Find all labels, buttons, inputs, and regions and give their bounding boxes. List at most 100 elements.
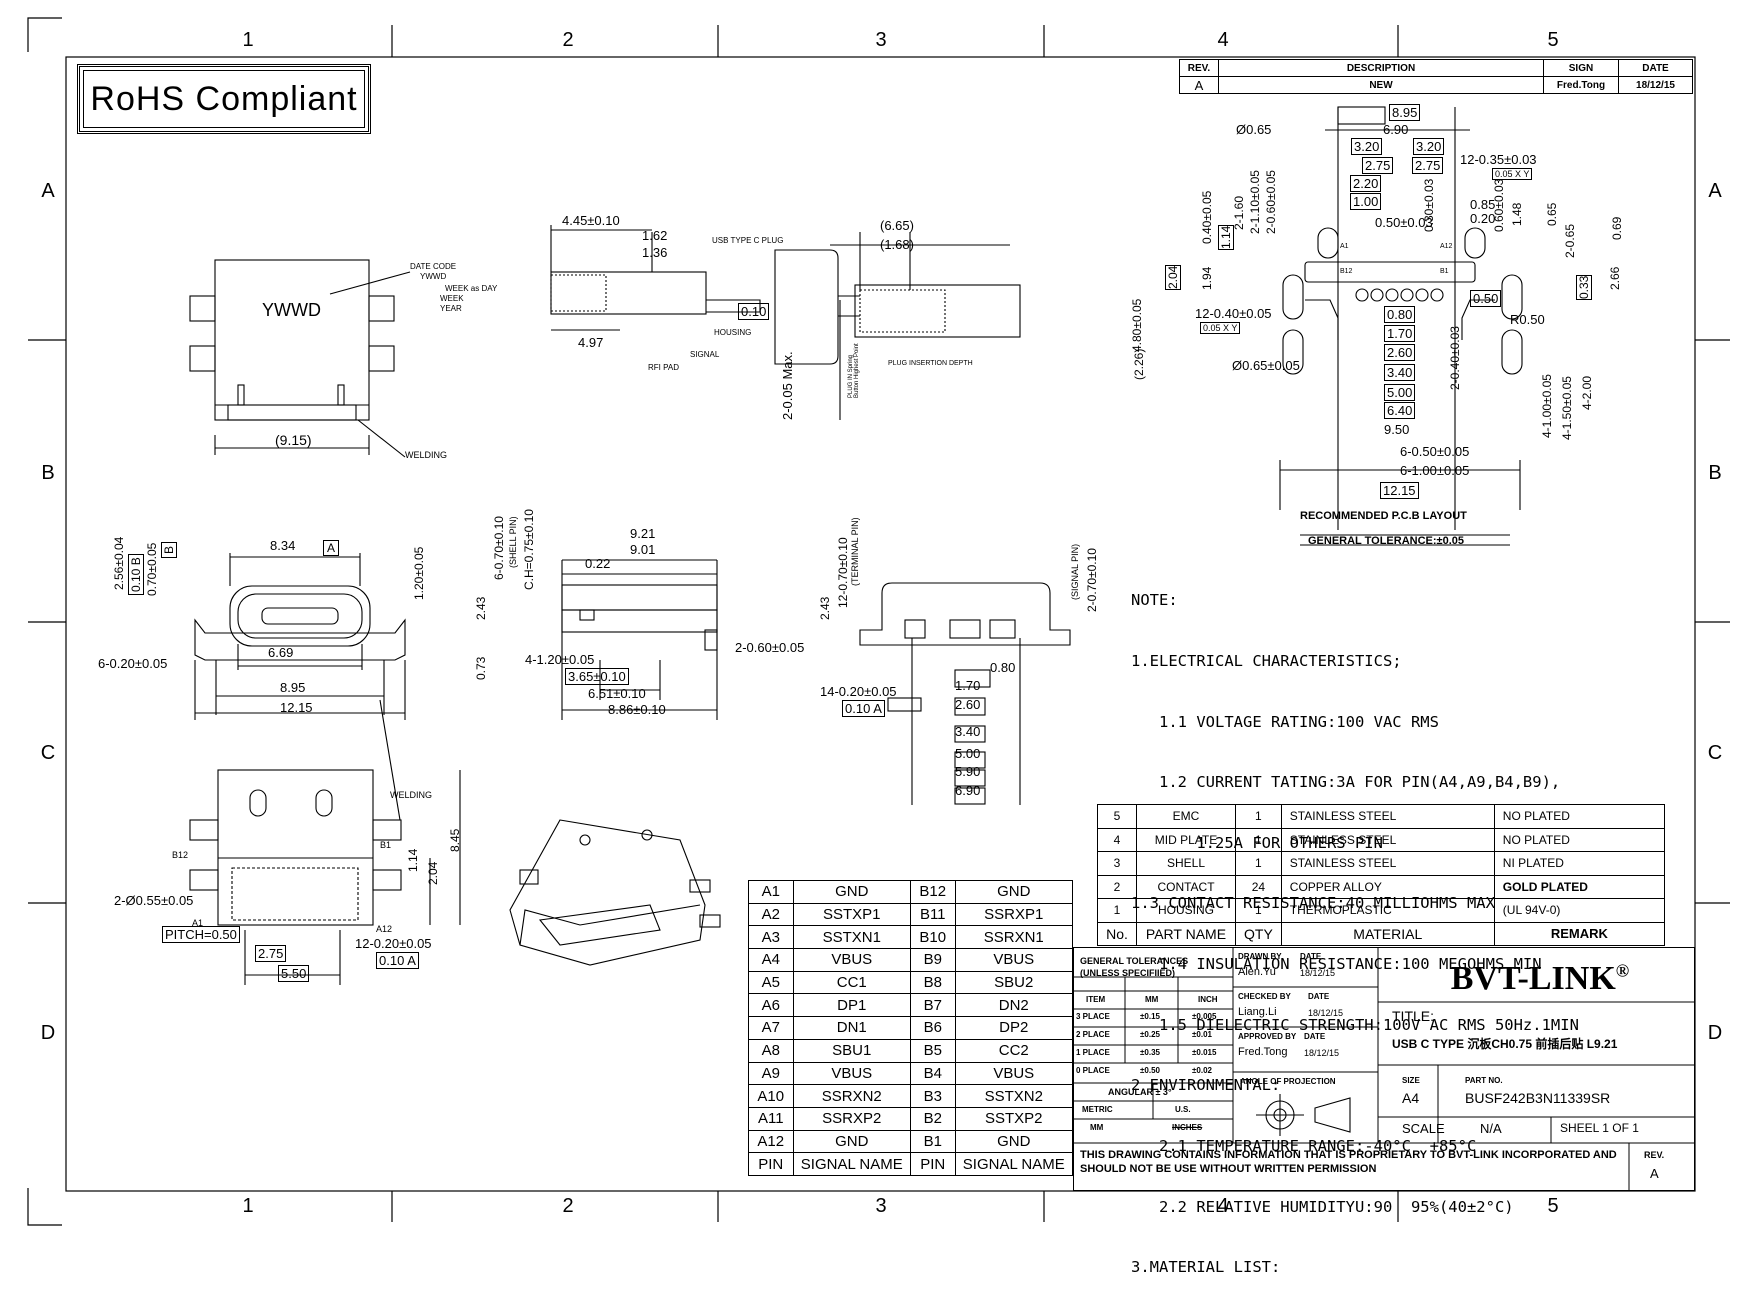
pin-signal: SSRXN2 (792, 1084, 911, 1108)
pin-id: A3 (748, 925, 794, 950)
label-shell-pin: (SHELL PIN) (508, 516, 518, 568)
pin-signal: SBU1 (792, 1038, 911, 1063)
pcb-d220: 2.20 (1350, 175, 1382, 192)
label-welding-2: WELDING (390, 790, 433, 800)
label-d412: 4-1.20±0.05 (525, 652, 595, 667)
note-line: 3.MATERIAL LIST: (1131, 1258, 1281, 1277)
pin-id: B5 (909, 1038, 956, 1063)
note-line: 1.2 CURRENT TATING:3A FOR PIN(A4,A9,B4,B… (1131, 773, 1561, 792)
front-view (194, 553, 406, 720)
tb-title-label: TITLE: (1392, 1008, 1435, 1024)
mat-material: STAINLESS STEEL (1280, 851, 1495, 876)
label-d2070: 2-0.70±0.10 (1085, 548, 1099, 612)
label-d886: 8.86±0.10 (608, 702, 666, 717)
zone-col-2-bottom: 2 (562, 1195, 574, 1217)
mat-material: STAINLESS STEEL (1280, 804, 1495, 829)
rear-view (859, 582, 1071, 805)
label-d1420: 14-0.20±0.05 (820, 684, 897, 699)
tol-cell: 0 PLACE (1076, 1066, 1110, 1075)
pin-signal: SSTXN2 (954, 1084, 1074, 1108)
label-rfi-pad: RFI PAD (648, 363, 679, 372)
pin-id: B6 (909, 1016, 956, 1040)
pin-signal: GND (954, 1129, 1074, 1154)
tb-angle-projection: ANGLE OF PROJECTION (1240, 1077, 1336, 1086)
pin-signal: GND (792, 1129, 911, 1154)
label-d1220: 12-0.20±0.05 (355, 936, 432, 951)
pcb-d204: 2.04 (1165, 264, 1181, 290)
label-d669: 6.69 (268, 645, 294, 660)
pcb-b1: B1 (1440, 268, 1449, 275)
pin-signal: SBU2 (954, 970, 1074, 995)
drawing-sheet: 1 2 3 4 5 1 2 3 4 5 A B C D A B C D RoHS… (27, 17, 1730, 1276)
revision-row: A NEW Fred.Tong 18/12/15 (1179, 76, 1693, 94)
zone-row-c-right: C (1707, 742, 1723, 764)
pin-id: B10 (909, 925, 956, 950)
pin-signal: SSRXP2 (792, 1106, 911, 1131)
label-d1215: 12.15 (280, 700, 313, 715)
pcb-d4200: 4-2.00 (1580, 375, 1594, 410)
tb-tol-mm: MM (1145, 995, 1159, 1004)
label-d921: 9.21 (630, 526, 656, 541)
pin-id: B8 (909, 970, 956, 995)
tb-approved-by: APPROVED BY (1238, 1032, 1297, 1041)
pcb-d4150: 4-1.50±0.05 (1560, 376, 1574, 440)
pcb-d100: 1.00 (1350, 193, 1382, 210)
mat-no: 5 (1097, 804, 1137, 829)
pcb-d085: 0.85 (1470, 197, 1496, 212)
tb-checked-date: 18/12/15 (1308, 1008, 1344, 1018)
pcb-d2040: 2-0.40±0.03 (1448, 326, 1462, 390)
mat-header-remark: REMARK (1493, 921, 1666, 946)
pin-signal: GND (954, 880, 1074, 904)
rohs-stamp: RoHS Compliant (77, 64, 371, 134)
label-d690: 6.90 (955, 783, 981, 798)
tol-cell: ±0.15 (1140, 1012, 1160, 1021)
mat-part: HOUSING (1136, 898, 1236, 923)
pin-signal: CC2 (954, 1038, 1074, 1063)
tb-checked-by: CHECKED BY (1238, 992, 1291, 1001)
tb-size: A4 (1402, 1090, 1420, 1106)
label-a1: A1 (192, 918, 204, 928)
zone-row-a: A (41, 180, 55, 202)
label-b12: B12 (172, 850, 189, 860)
brand-reg: ® (1615, 960, 1630, 981)
pcb-d114: 1.14 (1218, 224, 1234, 250)
pin-id: A5 (748, 970, 794, 995)
tol-cell: ±0.01 (1192, 1030, 1212, 1039)
pin-signal: VBUS (954, 948, 1074, 972)
pin-signal: SSRXN1 (954, 925, 1074, 950)
pin-header-cell: SIGNAL NAME (954, 1152, 1074, 1176)
note-line: 2 ENVIRONMENTAL: (1131, 1076, 1281, 1095)
mat-remark: GOLD PLATED (1493, 874, 1666, 899)
pin-signal: SSTXP1 (792, 902, 911, 927)
pcb-a12: A12 (1440, 243, 1453, 250)
mat-no: 2 (1097, 874, 1137, 899)
pcb-d2065: 2-0.65 (1563, 223, 1577, 258)
tb-approved-date: 18/12/15 (1304, 1048, 1340, 1058)
note-line: 2.1 TEMPERATURE RANGE:-40°C +85°C (1131, 1136, 1477, 1155)
pin-id: B11 (909, 902, 956, 927)
zone-row-b: B (41, 462, 55, 484)
label-f010b: 0.10 B (128, 554, 144, 595)
label-d590: 5.90 (955, 764, 981, 779)
zone-col-5: 5 (1547, 29, 1559, 51)
pcb-r050: R0.50 (1510, 312, 1545, 327)
tb-rev-label: REV. (1644, 1150, 1665, 1160)
pcb-d275a: 2.75 (1362, 157, 1394, 174)
mat-part: MID PLATE (1136, 827, 1236, 852)
tb-drawn-date-label: DATE (1300, 952, 1322, 961)
pcb-d1215: 12.15 (1380, 482, 1419, 499)
label-d022: 0.22 (585, 556, 611, 571)
pin-header-cell: PIN (909, 1152, 956, 1176)
pcb-d320a: 3.20 (1351, 138, 1383, 155)
pin-signal: SSTXN1 (792, 925, 911, 950)
revision-table: REV. DESCRIPTION SIGN DATE A NEW Fred.To… (1179, 59, 1693, 94)
zone-col-4: 4 (1217, 29, 1229, 51)
label-ywwd-small: YWWD (420, 272, 447, 281)
pin-signal: GND (792, 880, 911, 904)
